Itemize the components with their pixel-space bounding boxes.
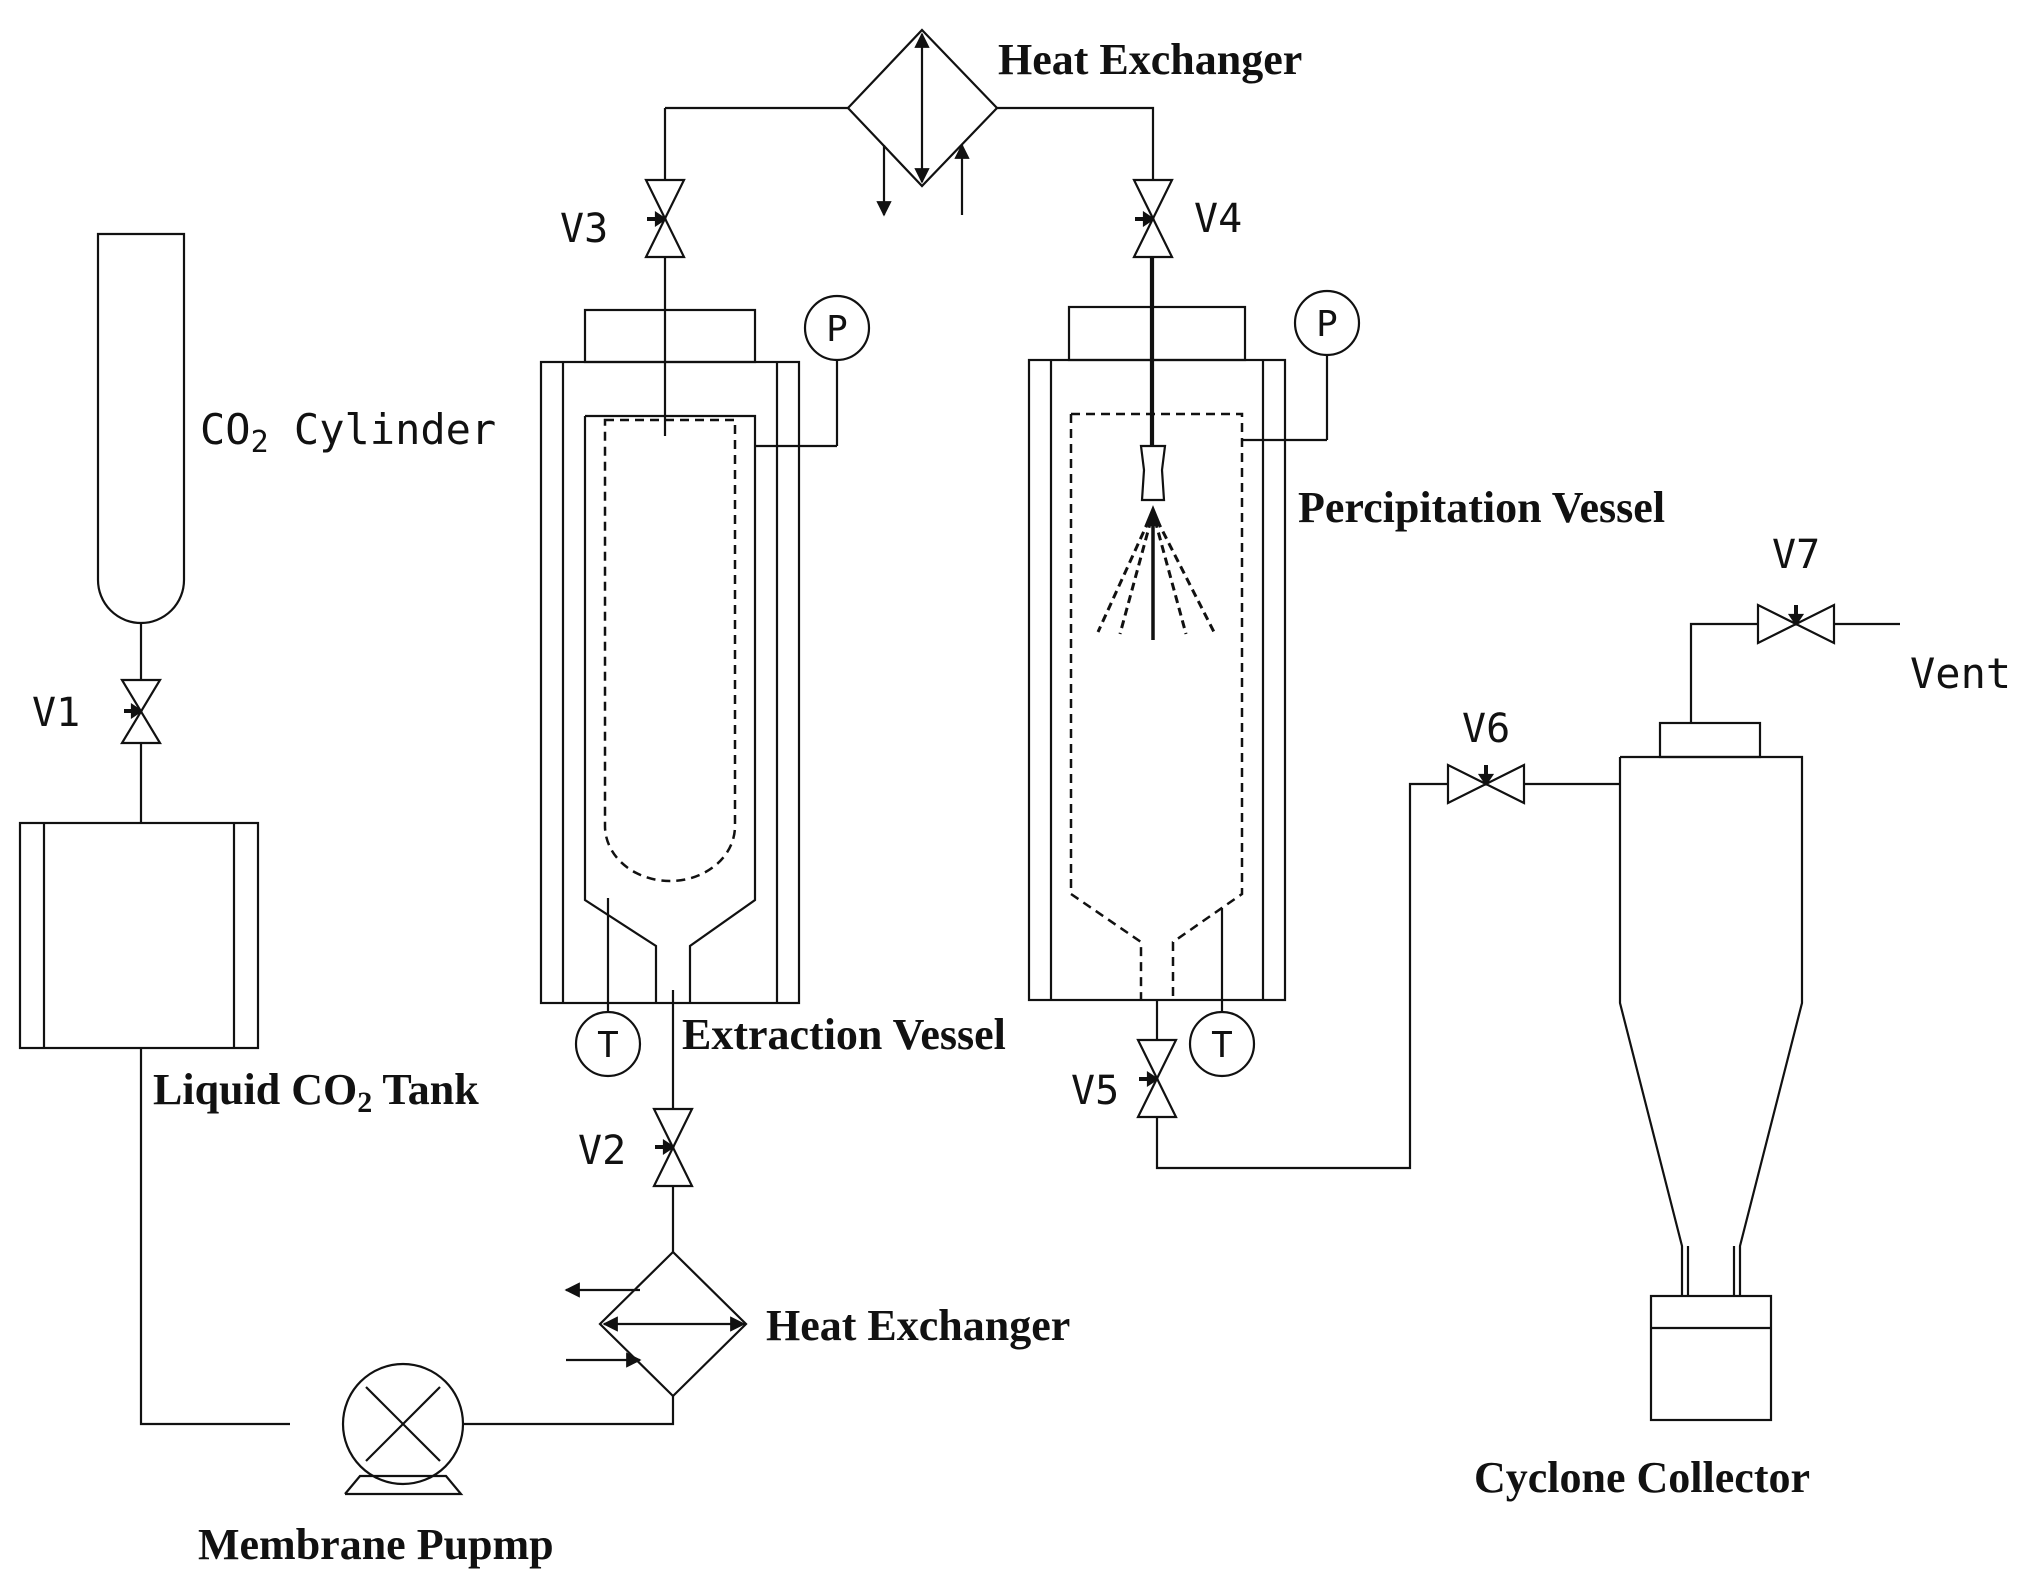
valve-v6[interactable] <box>1446 763 1526 805</box>
extraction-vessel-label: Extraction Vessel <box>682 1010 1006 1059</box>
co2-cylinder-label-rest: Cylinder <box>269 405 497 454</box>
co2-cylinder-label: CO2 Cylinder <box>200 405 496 460</box>
vent-label: Vent <box>1910 649 2011 698</box>
pipe-v5-to-v6 <box>1155 782 1448 1170</box>
heat-exchanger-bottom <box>564 1250 748 1398</box>
membrane-pump <box>341 1362 465 1496</box>
valve-v3-label: V3 <box>560 206 608 252</box>
valve-v5-label: V5 <box>1071 1068 1119 1114</box>
valve-v2[interactable] <box>652 1107 694 1188</box>
extraction-vessel <box>539 308 801 1005</box>
pipe-top-loop <box>665 106 1155 180</box>
temperature-gauge-extraction <box>574 898 642 1078</box>
pipe-v4-to-nozzle <box>1149 257 1155 446</box>
valve-v6-label: V6 <box>1462 706 1510 752</box>
co2-cylinder-label-sub: 2 <box>251 425 269 460</box>
valve-v3[interactable] <box>644 178 686 259</box>
valve-v4[interactable] <box>1132 178 1174 259</box>
pressure-gauge-extraction-label: P <box>826 309 848 350</box>
precipitation-vessel <box>1027 305 1287 1002</box>
liquid-co2-tank-label-rest: Tank <box>372 1065 479 1114</box>
pressure-gauge-precipitation-label: P <box>1316 304 1338 345</box>
valve-v4-label: V4 <box>1194 196 1242 242</box>
heat-exchanger-top-label: Heat Exchanger <box>998 35 1302 84</box>
pressure-gauge-precipitation <box>1242 289 1361 442</box>
cyclone-collector-label: Cyclone Collector <box>1474 1453 1810 1502</box>
valve-v1[interactable] <box>120 678 162 745</box>
valve-v1-label: V1 <box>32 690 80 736</box>
valve-v2-label: V2 <box>578 1128 626 1174</box>
co2-cylinder-label-main: CO <box>200 405 251 454</box>
liquid-co2-tank <box>18 821 260 1050</box>
temperature-gauge-precipitation <box>1188 908 1256 1078</box>
heat-exchanger-top <box>846 28 999 217</box>
membrane-pump-label: Membrane Pupmp <box>198 1520 554 1569</box>
pressure-gauge-extraction <box>755 294 871 448</box>
valve-v5[interactable] <box>1136 1038 1178 1119</box>
liquid-co2-tank-label-main: Liquid CO <box>153 1065 357 1114</box>
pipe-tank-to-pump <box>139 1048 290 1426</box>
co2-cylinder <box>96 232 186 625</box>
valve-v7[interactable] <box>1756 603 1836 645</box>
liquid-co2-tank-label-sub: 2 <box>357 1086 372 1119</box>
heat-exchanger-bottom-label: Heat Exchanger <box>766 1301 1070 1350</box>
pipe-pump-to-heat-exchanger <box>463 1396 675 1426</box>
liquid-co2-tank-label: Liquid CO2 Tank <box>153 1065 479 1119</box>
cyclone-collector <box>1618 721 1804 1422</box>
temperature-gauge-precipitation-label: T <box>1211 1025 1233 1066</box>
valve-v7-label: V7 <box>1772 532 1820 578</box>
spray-nozzle <box>1096 444 1216 640</box>
temperature-gauge-extraction-label: T <box>597 1025 619 1066</box>
precipitation-vessel-label: Percipitation Vessel <box>1298 483 1665 532</box>
pipe-cyclone-to-v7 <box>1689 622 1758 723</box>
